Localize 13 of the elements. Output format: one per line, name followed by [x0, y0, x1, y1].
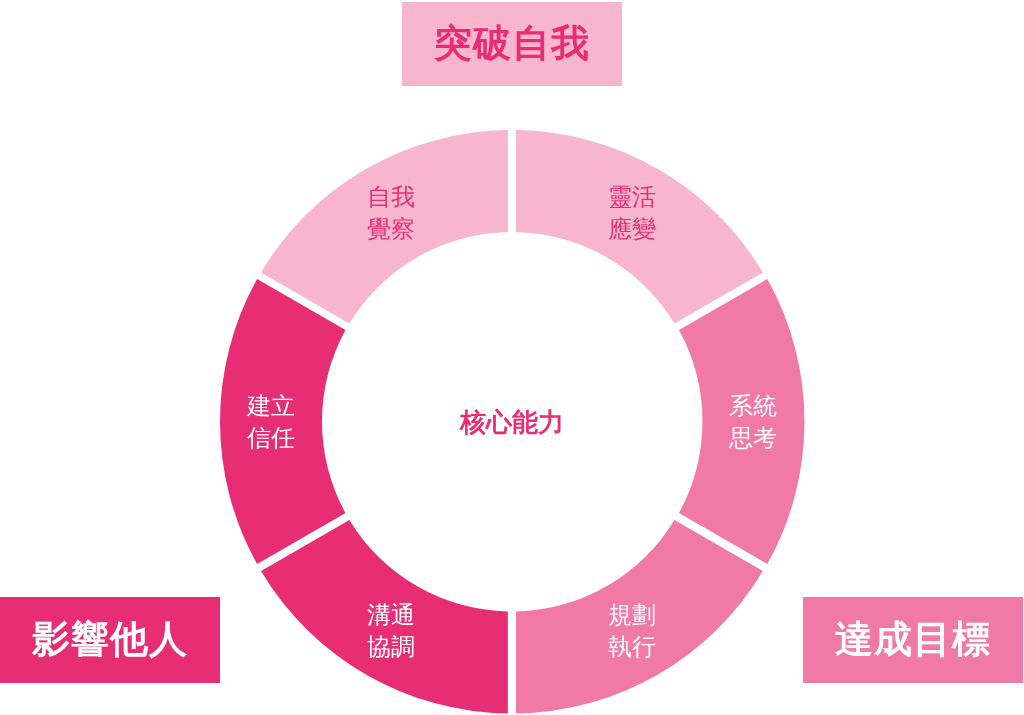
- segment-label: 規劃執行: [607, 599, 658, 663]
- center-label: 核心能力: [460, 405, 564, 439]
- category-title: 影響他人: [32, 617, 188, 663]
- segment-label: 自我覺察: [366, 182, 417, 246]
- category-box: [0, 597, 220, 683]
- segment-label: 靈活應變: [607, 182, 658, 246]
- segment-label: 建立信任: [246, 391, 296, 454]
- category-title: 突破自我: [434, 21, 590, 67]
- category-box: [803, 597, 1023, 683]
- segment-label: 系統思考: [728, 391, 778, 454]
- category-box: [402, 2, 622, 86]
- segment-label: 溝通協調: [366, 599, 417, 663]
- category-title: 達成目標: [835, 617, 991, 663]
